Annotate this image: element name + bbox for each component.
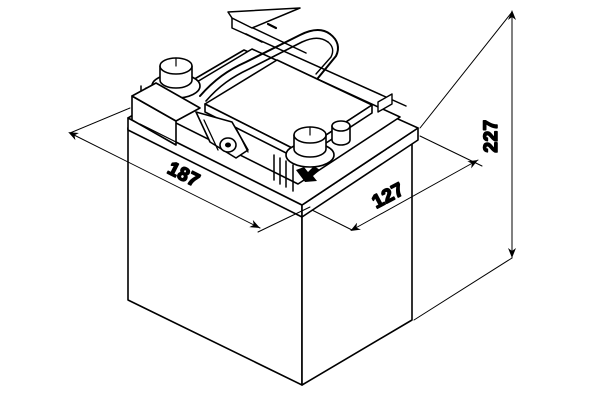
handle-strap-outer — [199, 29, 331, 97]
length-extension-lower — [257, 206, 311, 233]
carry-handle — [199, 22, 339, 102]
length-dimension-line — [68, 132, 261, 229]
positive-terminal-post — [285, 126, 335, 168]
vent-plug-cap — [331, 120, 351, 132]
left-shoulder-top — [131, 82, 201, 122]
lid-rear-tab — [227, 7, 301, 29]
vent-plug — [331, 120, 351, 146]
handle-strap-inner — [205, 37, 329, 102]
handle-hinge-right-inner — [315, 41, 334, 75]
vent-ribs-right — [273, 154, 294, 192]
depth-extension-lower — [311, 209, 353, 231]
polarity-glyph — [296, 166, 320, 182]
depth-extension-upper — [419, 135, 483, 167]
lid-right-tab — [377, 93, 393, 113]
depth-dimension — [311, 135, 483, 231]
length-dimension — [68, 107, 311, 233]
height-extension-top — [419, 11, 513, 129]
handle-clip-rear — [266, 22, 278, 30]
height-dimension-label: 227 — [481, 119, 502, 152]
latch-knob-center — [225, 142, 231, 148]
length-extension-upper — [69, 107, 131, 134]
polarity-marking — [296, 166, 320, 182]
handle-hinge-right — [317, 33, 339, 79]
height-extension-bottom — [413, 257, 513, 321]
depth-dimension-line — [350, 159, 479, 231]
height-dimension — [413, 10, 516, 321]
lid-rear-ridge-line — [231, 17, 407, 107]
